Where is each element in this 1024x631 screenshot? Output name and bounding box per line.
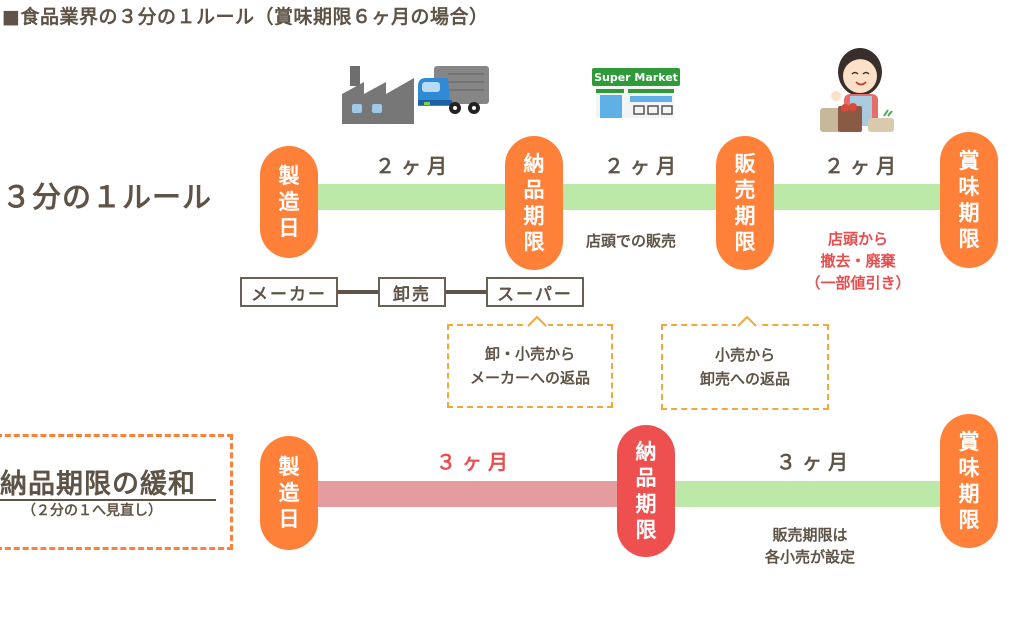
bubble-pointer bbox=[526, 315, 548, 328]
pill-char: 期 bbox=[734, 204, 756, 228]
period-label: ２ヶ月 bbox=[375, 154, 453, 178]
supermarket-icon: Super Market bbox=[592, 68, 680, 118]
note-line: （一部値引き） bbox=[805, 274, 911, 292]
bubble-line: 小売から bbox=[714, 346, 775, 364]
pill-char: 味 bbox=[958, 456, 980, 480]
pill-char: 賞 bbox=[958, 430, 980, 454]
pill-char: 期 bbox=[523, 204, 545, 228]
bubble-pointer bbox=[736, 315, 758, 328]
pill-char: 製 bbox=[278, 455, 300, 479]
pill-char: 造 bbox=[278, 481, 300, 505]
pill-char: 造 bbox=[278, 190, 300, 214]
factory-icon bbox=[342, 66, 414, 124]
milestone-delivery-deadline: 納 品 期 限 bbox=[505, 136, 563, 270]
chain-connector bbox=[338, 290, 378, 294]
note-line: 販売期限は bbox=[772, 526, 848, 544]
pill-char: 納 bbox=[523, 152, 545, 176]
pill-char: 限 bbox=[958, 227, 980, 251]
page-title: ■食品業界の３分の１ルール（賞味期限６ヶ月の場合） bbox=[2, 6, 489, 28]
pill-char: 売 bbox=[734, 178, 756, 202]
bubble-line: 卸売への返品 bbox=[699, 370, 790, 388]
chain-connector bbox=[446, 290, 486, 294]
period-label: ３ヶ月 bbox=[436, 450, 514, 474]
pill-char: 限 bbox=[958, 508, 980, 532]
pill-char: 限 bbox=[734, 230, 756, 254]
truck-icon bbox=[418, 66, 489, 114]
relax-milestone-manufacture-date: 製 造 日 bbox=[260, 436, 318, 550]
removal-note: 店頭から 撤去・廃棄 （一部値引き） bbox=[796, 228, 920, 294]
pill-char: 納 bbox=[635, 440, 657, 464]
milestone-manufacture-date: 製 造 日 bbox=[260, 146, 318, 258]
period-label: ２ヶ月 bbox=[604, 154, 682, 178]
chain-wholesale: 卸売 bbox=[378, 277, 446, 307]
pill-char: 製 bbox=[278, 164, 300, 188]
chain-maker: メーカー bbox=[240, 277, 338, 307]
pill-char: 賞 bbox=[958, 149, 980, 173]
note-line: 撤去・廃棄 bbox=[820, 252, 896, 270]
relax-label-box bbox=[0, 434, 233, 550]
relax-milestone-delivery-deadline: 納 品 期 限 bbox=[617, 425, 675, 557]
note-line: 各小売が設定 bbox=[764, 548, 855, 566]
sales-deadline-note: 販売期限は 各小売が設定 bbox=[748, 524, 872, 568]
bubble-line: メーカーへの返品 bbox=[469, 369, 590, 387]
pill-char: 期 bbox=[635, 492, 657, 516]
pill-char: 日 bbox=[278, 216, 300, 240]
rule-timeline-bar bbox=[318, 184, 950, 210]
pill-char: 品 bbox=[635, 466, 657, 490]
bubble-line: 卸・小売から bbox=[484, 345, 575, 363]
return-bubble-wholesale: 小売から 卸売への返品 bbox=[661, 324, 829, 410]
note-line: 店頭から bbox=[827, 230, 888, 248]
return-bubble-maker: 卸・小売から メーカーへの返品 bbox=[447, 324, 613, 408]
pill-char: 品 bbox=[523, 178, 545, 202]
pill-char: 限 bbox=[523, 230, 545, 254]
milestone-best-before: 賞 味 期 限 bbox=[940, 132, 998, 268]
relax-timeline-bar-sale bbox=[672, 481, 950, 507]
milestone-sales-deadline: 販 売 期 限 bbox=[716, 136, 774, 270]
pill-char: 味 bbox=[958, 175, 980, 199]
relax-label-underline bbox=[0, 499, 216, 501]
pill-char: 期 bbox=[958, 201, 980, 225]
relax-milestone-best-before: 賞 味 期 限 bbox=[940, 414, 998, 548]
shopper-icon bbox=[820, 48, 894, 132]
pill-char: 販 bbox=[734, 152, 756, 176]
pill-char: 限 bbox=[635, 518, 657, 542]
relax-row-label: 納品期限の緩和 bbox=[0, 469, 196, 500]
pill-char: 期 bbox=[958, 482, 980, 506]
shop-sale-note: 店頭での販売 bbox=[586, 232, 677, 250]
period-label: ２ヶ月 bbox=[824, 154, 902, 178]
rule-row-label: ３分の１ルール bbox=[2, 180, 213, 214]
relax-timeline-bar-delivery bbox=[318, 481, 620, 507]
period-label: ３ヶ月 bbox=[776, 450, 854, 474]
relax-row-sublabel: （２分の１へ見直し） bbox=[22, 503, 162, 519]
supermarket-sign-text: Super Market bbox=[594, 71, 678, 84]
pill-char: 日 bbox=[278, 507, 300, 531]
chain-supermarket: スーパー bbox=[486, 277, 584, 307]
